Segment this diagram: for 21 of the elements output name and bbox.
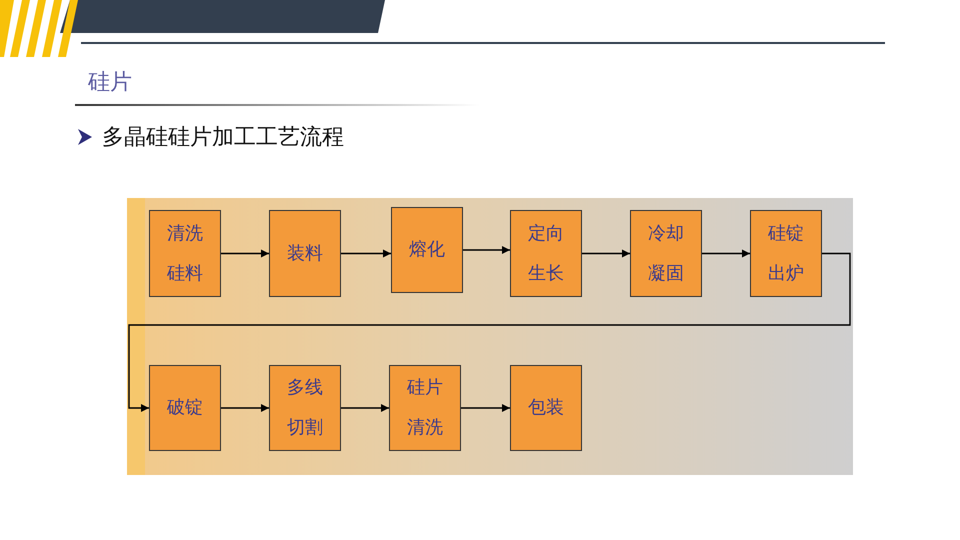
process-box: 多线切割 xyxy=(269,365,341,451)
arrow xyxy=(702,250,750,258)
arrow xyxy=(582,250,630,258)
bullet-text: 多晶硅硅片加工工艺流程 xyxy=(102,124,344,152)
process-box: 定向生长 xyxy=(510,210,582,297)
arrow xyxy=(341,404,389,412)
process-box: 熔化 xyxy=(391,207,463,293)
slide-title: 硅片 xyxy=(88,69,132,97)
process-box: 包装 xyxy=(510,365,582,451)
arrow xyxy=(221,250,269,258)
process-box: 冷却凝固 xyxy=(630,210,702,297)
arrow xyxy=(128,252,851,412)
process-box: 硅锭出炉 xyxy=(750,210,822,297)
process-box: 装料 xyxy=(269,210,341,297)
arrow xyxy=(461,404,510,412)
arrow xyxy=(221,404,269,412)
arrow xyxy=(341,250,391,258)
arrow xyxy=(463,246,510,254)
process-box: 硅片清洗 xyxy=(389,365,461,451)
process-box: 清洗硅料 xyxy=(149,210,221,297)
process-box: 破锭 xyxy=(149,365,221,451)
